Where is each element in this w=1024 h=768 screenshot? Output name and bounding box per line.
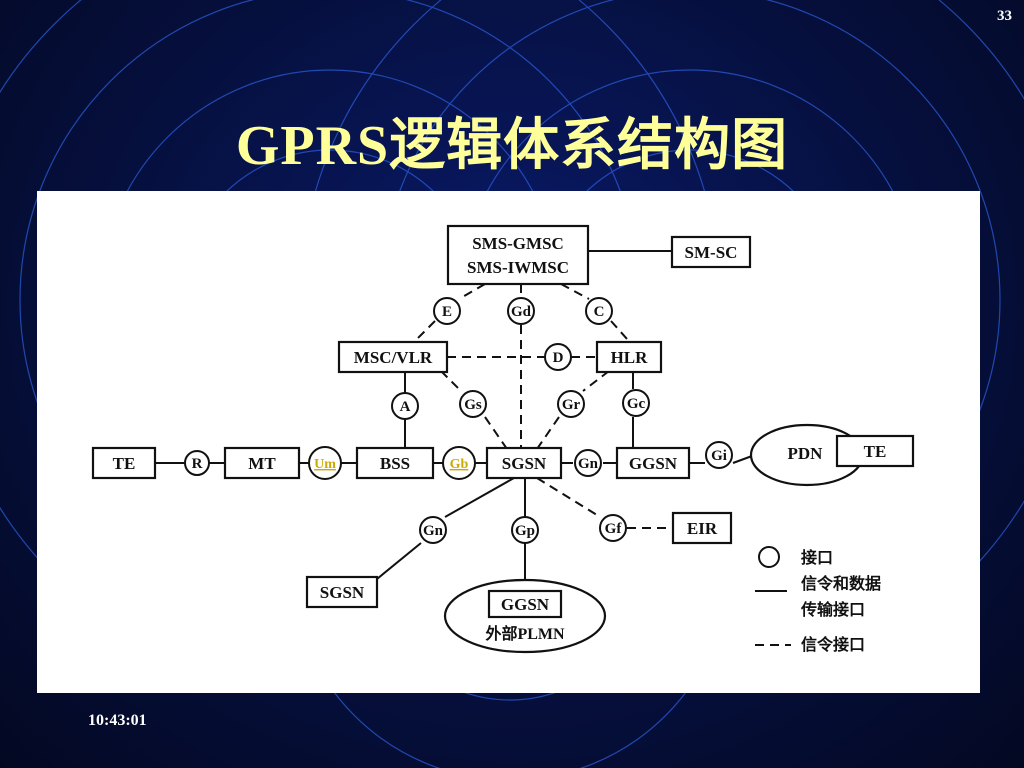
link-gmsc-c <box>560 283 590 300</box>
pdn-label: PDN <box>788 444 824 463</box>
interface-um-circle[interactable] <box>308 446 342 480</box>
interface-gc-label: Gc <box>627 396 646 412</box>
interface-um-link[interactable]: Um <box>314 457 336 472</box>
bss-box <box>355 446 435 480</box>
interface-gi-circle <box>705 441 733 469</box>
page-number: 33 <box>997 8 1012 24</box>
legend-interface-circle <box>758 546 780 568</box>
external-plmn-label: 外部PLMN <box>484 624 565 643</box>
legend-signal-only-label: 信令接口 <box>801 635 865 654</box>
te-right-label: TE <box>864 442 887 461</box>
legend-interface-label: 接口 <box>801 548 833 567</box>
sgsn-box <box>485 446 563 480</box>
sms-gmsc-label: SMS-GMSC <box>472 234 564 253</box>
interface-a-circle <box>391 392 419 420</box>
interface-gs-label: Gs <box>464 397 482 413</box>
interface-r-label: R <box>192 456 203 472</box>
bss-label: BSS <box>380 454 410 473</box>
mt-label: MT <box>248 454 276 473</box>
interface-gn-right-label: Gn <box>578 456 599 472</box>
ggsn-bottom-box <box>487 589 563 619</box>
interface-gn-right-circle <box>574 449 602 477</box>
te-left-box <box>91 446 157 480</box>
interface-gb-link[interactable]: Gb <box>450 457 469 472</box>
timestamp: 10:43:01 <box>88 712 147 729</box>
link-hlr-gr <box>582 370 610 392</box>
msc-vlr-box <box>337 340 449 374</box>
sgsn-label: SGSN <box>502 454 547 473</box>
legend-signal-data-label-line1: 信令和数据 <box>801 574 881 593</box>
gprs-architecture-diagram: SMS-GMSC SMS-IWMSC SM-SC MSC/VLR HLR TE … <box>91 224 915 654</box>
interface-gb-circle[interactable] <box>442 446 476 480</box>
interface-gp-label: Gp <box>515 523 535 539</box>
ggsn-label: GGSN <box>629 454 678 473</box>
interface-gi-label: Gi <box>711 448 727 464</box>
interface-gr-label: Gr <box>562 397 581 413</box>
link-c-hlr <box>610 320 628 340</box>
link-sgsn-gn-bottom <box>444 477 515 518</box>
interface-gd-label: Gd <box>511 304 532 320</box>
interface-c-circle <box>585 297 613 325</box>
sm-sc-box <box>670 235 752 269</box>
link-msc-gs <box>440 370 462 392</box>
link-gr-sgsn <box>536 416 560 450</box>
legend-signal-data-label-line2: 传输接口 <box>800 600 865 619</box>
sgsn-bottom-label: SGSN <box>320 583 365 602</box>
eir-box <box>671 511 733 545</box>
msc-vlr-label: MSC/VLR <box>354 348 433 367</box>
interface-c-label: C <box>594 304 605 320</box>
interface-r-circle <box>184 450 210 476</box>
link-sgsn-gf <box>536 477 598 516</box>
sms-gmsc-box <box>446 224 590 286</box>
interface-gd-circle <box>507 297 535 325</box>
te-left-label: TE <box>113 454 136 473</box>
eir-label: EIR <box>687 519 718 538</box>
te-right-box <box>835 434 915 468</box>
interface-a-label: A <box>400 399 411 415</box>
link-gn-sgsn-bottom <box>376 542 422 580</box>
interface-gr-circle <box>557 390 585 418</box>
interface-d-label: D <box>553 350 564 366</box>
interface-gc-circle <box>622 389 650 417</box>
link-gi-pdn <box>732 455 753 464</box>
ggsn-box <box>615 446 691 480</box>
sgsn-bottom-box <box>305 575 379 609</box>
link-gmsc-e <box>458 283 486 300</box>
interface-e-circle <box>433 297 461 325</box>
link-gs-sgsn <box>484 416 508 450</box>
interface-gf-label: Gf <box>605 521 623 537</box>
interface-gf-circle <box>599 514 627 542</box>
ggsn-bottom-label: GGSN <box>501 595 550 614</box>
interface-gs-circle <box>459 390 487 418</box>
sm-sc-label: SM-SC <box>685 243 738 262</box>
interface-d-circle <box>544 343 572 371</box>
mt-box <box>223 446 301 480</box>
hlr-label: HLR <box>611 348 649 367</box>
interface-e-label: E <box>442 304 452 320</box>
diagram-panel: SMS-GMSC SMS-IWMSC SM-SC MSC/VLR HLR TE … <box>37 191 980 693</box>
sms-iwmsc-label: SMS-IWMSC <box>467 258 569 277</box>
interface-gn-bottom-circle <box>419 516 447 544</box>
link-e-msc <box>416 320 436 340</box>
interface-gp-circle <box>511 516 539 544</box>
slide-title: GPRS逻辑体系结构图 <box>235 115 789 177</box>
hlr-box <box>595 340 663 374</box>
interface-gn-bottom-label: Gn <box>423 523 444 539</box>
